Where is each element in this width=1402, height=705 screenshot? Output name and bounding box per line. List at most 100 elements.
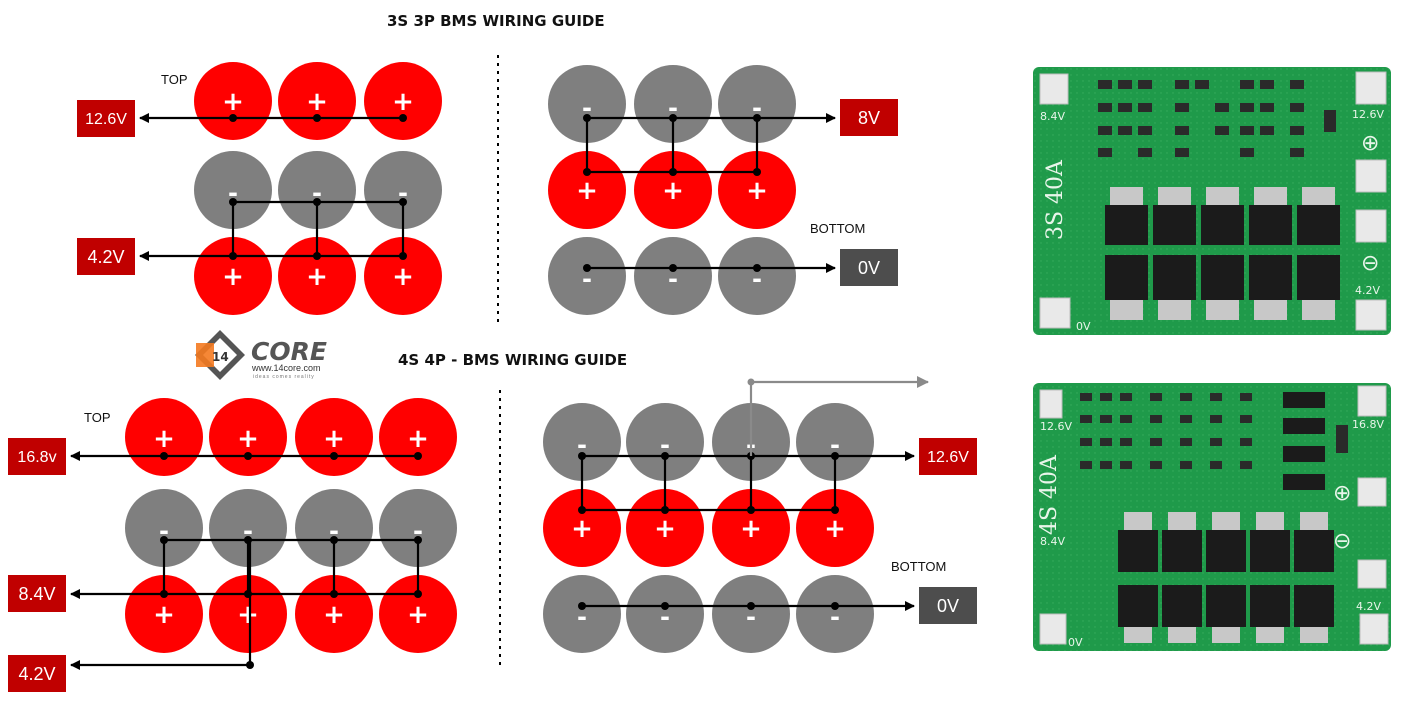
svg-text:4.2V: 4.2V (1355, 284, 1380, 297)
voltage-box-4s-16v8: 16.8v (8, 438, 66, 475)
cell-3s-right-top-2: - (634, 65, 712, 143)
junction-dot (244, 452, 252, 460)
logo-name: CORE (251, 337, 327, 366)
minus-sign: - (577, 603, 587, 631)
svg-text:8.4V: 8.4V (1040, 535, 1065, 548)
cell-4s-right-mid-4: + (796, 489, 874, 567)
minus-sign: - (660, 603, 670, 631)
logo-mark-icon: 14 (195, 330, 245, 380)
cell-4s-right-top-4: - (796, 403, 874, 481)
cell-4s-left-top-3: + (295, 398, 373, 476)
svg-text:12.6V: 12.6V (85, 111, 127, 128)
plus-sign: + (237, 600, 259, 630)
svg-text:16.8v: 16.8v (17, 449, 56, 466)
plus-sign: + (407, 424, 429, 454)
minus-sign: - (668, 265, 678, 293)
junction-dot (753, 264, 761, 272)
logo-tagline: ideas comes reality (253, 374, 315, 380)
svg-text:⊖: ⊖ (1333, 529, 1351, 554)
junction-dot (399, 198, 407, 206)
svg-text:4.2V: 4.2V (18, 664, 55, 684)
svg-text:0V: 0V (858, 258, 880, 278)
junction-dot (661, 602, 669, 610)
junction-dot (583, 264, 591, 272)
minus-sign: - (668, 94, 678, 122)
junction-dot (330, 452, 338, 460)
title-4s4p: 4S 4P - BMS WIRING GUIDE (398, 351, 627, 369)
minus-sign: - (830, 431, 840, 459)
cell-4s-right-top-1: - (543, 403, 621, 481)
title-3s3p: 3S 3P BMS WIRING GUIDE (387, 12, 605, 30)
minus-sign: - (243, 517, 253, 545)
bms-board-3s: 3S 40A 8.4V 12.6V 4.2V 0V ⊕ ⊖ (1033, 67, 1391, 335)
cell-4s-left-mid-1: - (125, 489, 203, 567)
plus-sign: + (153, 600, 175, 630)
plus-sign: + (237, 424, 259, 454)
cell-4s-right-bot-2: - (626, 575, 704, 653)
junction-dot (246, 661, 254, 669)
voltage-box-3s-12v6: 12.6V (77, 100, 135, 137)
junction-dot (229, 114, 237, 122)
minus-sign: - (398, 179, 408, 207)
cell-3s-right-mid-2: + (634, 151, 712, 229)
cell-3s-right-top-3: - (718, 65, 796, 143)
svg-text:0V: 0V (1068, 636, 1083, 649)
bms-board-4s: 4S 40A 12.6V 16.8V 8.4V 4.2V 0V ⊕ ⊖ (1033, 383, 1391, 651)
cell-3s-right-top-1: - (548, 65, 626, 143)
svg-text:0V: 0V (937, 596, 959, 616)
plus-sign: + (392, 87, 414, 117)
svg-text:8.4V: 8.4V (18, 584, 55, 604)
junction-dot (313, 114, 321, 122)
cell-3s-right-mid-1: + (548, 151, 626, 229)
junction-dot (313, 198, 321, 206)
cell-4s-right-mid-2: + (626, 489, 704, 567)
plus-sign: + (571, 514, 593, 544)
cell-4s-left-top-4: + (379, 398, 457, 476)
cell-3s-left-mid-2: - (278, 151, 356, 229)
plus-sign: + (222, 262, 244, 292)
voltage-box-4s-4v2: 4.2V (8, 655, 66, 692)
voltage-box-4s-0v: 0V (919, 587, 977, 624)
svg-text:8V: 8V (858, 108, 880, 128)
core-logo: 14 CORE www.14core.com ideas comes reali… (195, 330, 327, 380)
label-bottom-4s: BOTTOM (891, 559, 946, 574)
junction-dot (831, 602, 839, 610)
plus-sign: + (153, 424, 175, 454)
minus-sign: - (577, 431, 587, 459)
wiring-lines (70, 113, 929, 670)
junction-dot (160, 452, 168, 460)
svg-text:16.8V: 16.8V (1352, 418, 1384, 431)
minus-sign: - (312, 179, 322, 207)
voltage-box-3s-0v: 0V (840, 249, 898, 286)
svg-text:4.2V: 4.2V (1356, 600, 1381, 613)
minus-sign: - (746, 603, 756, 631)
cell-4s-left-mid-2: - (209, 489, 287, 567)
cell-3s-left-top-3: + (364, 62, 442, 140)
svg-text:⊕: ⊕ (1333, 481, 1351, 506)
minus-sign: - (660, 431, 670, 459)
svg-text:⊕: ⊕ (1361, 131, 1379, 156)
label-top-4s: TOP (84, 410, 111, 425)
plus-sign: + (222, 87, 244, 117)
minus-sign: - (413, 517, 423, 545)
svg-text:12.6V: 12.6V (1040, 420, 1072, 433)
svg-text:14: 14 (212, 350, 229, 364)
voltage-box-3s-4v2: 4.2V (77, 238, 135, 275)
minus-sign: - (830, 603, 840, 631)
minus-sign: - (228, 179, 238, 207)
label-bottom-3s: BOTTOM (810, 221, 865, 236)
cell-4s-right-mid-3: + (712, 489, 790, 567)
plus-sign: + (306, 87, 328, 117)
cell-3s-right-mid-3: + (718, 151, 796, 229)
cell-3s-right-bot-2: - (634, 237, 712, 315)
cell-4s-left-mid-4: - (379, 489, 457, 567)
junction-dot (399, 114, 407, 122)
svg-text:4.2V: 4.2V (87, 247, 124, 267)
plus-sign: + (306, 262, 328, 292)
plus-sign: + (576, 176, 598, 206)
plus-sign: + (654, 514, 676, 544)
cell-4s-right-bot-4: - (796, 575, 874, 653)
junction-dot (747, 602, 755, 610)
voltage-box-4s-12v6: 12.6V (919, 438, 977, 475)
